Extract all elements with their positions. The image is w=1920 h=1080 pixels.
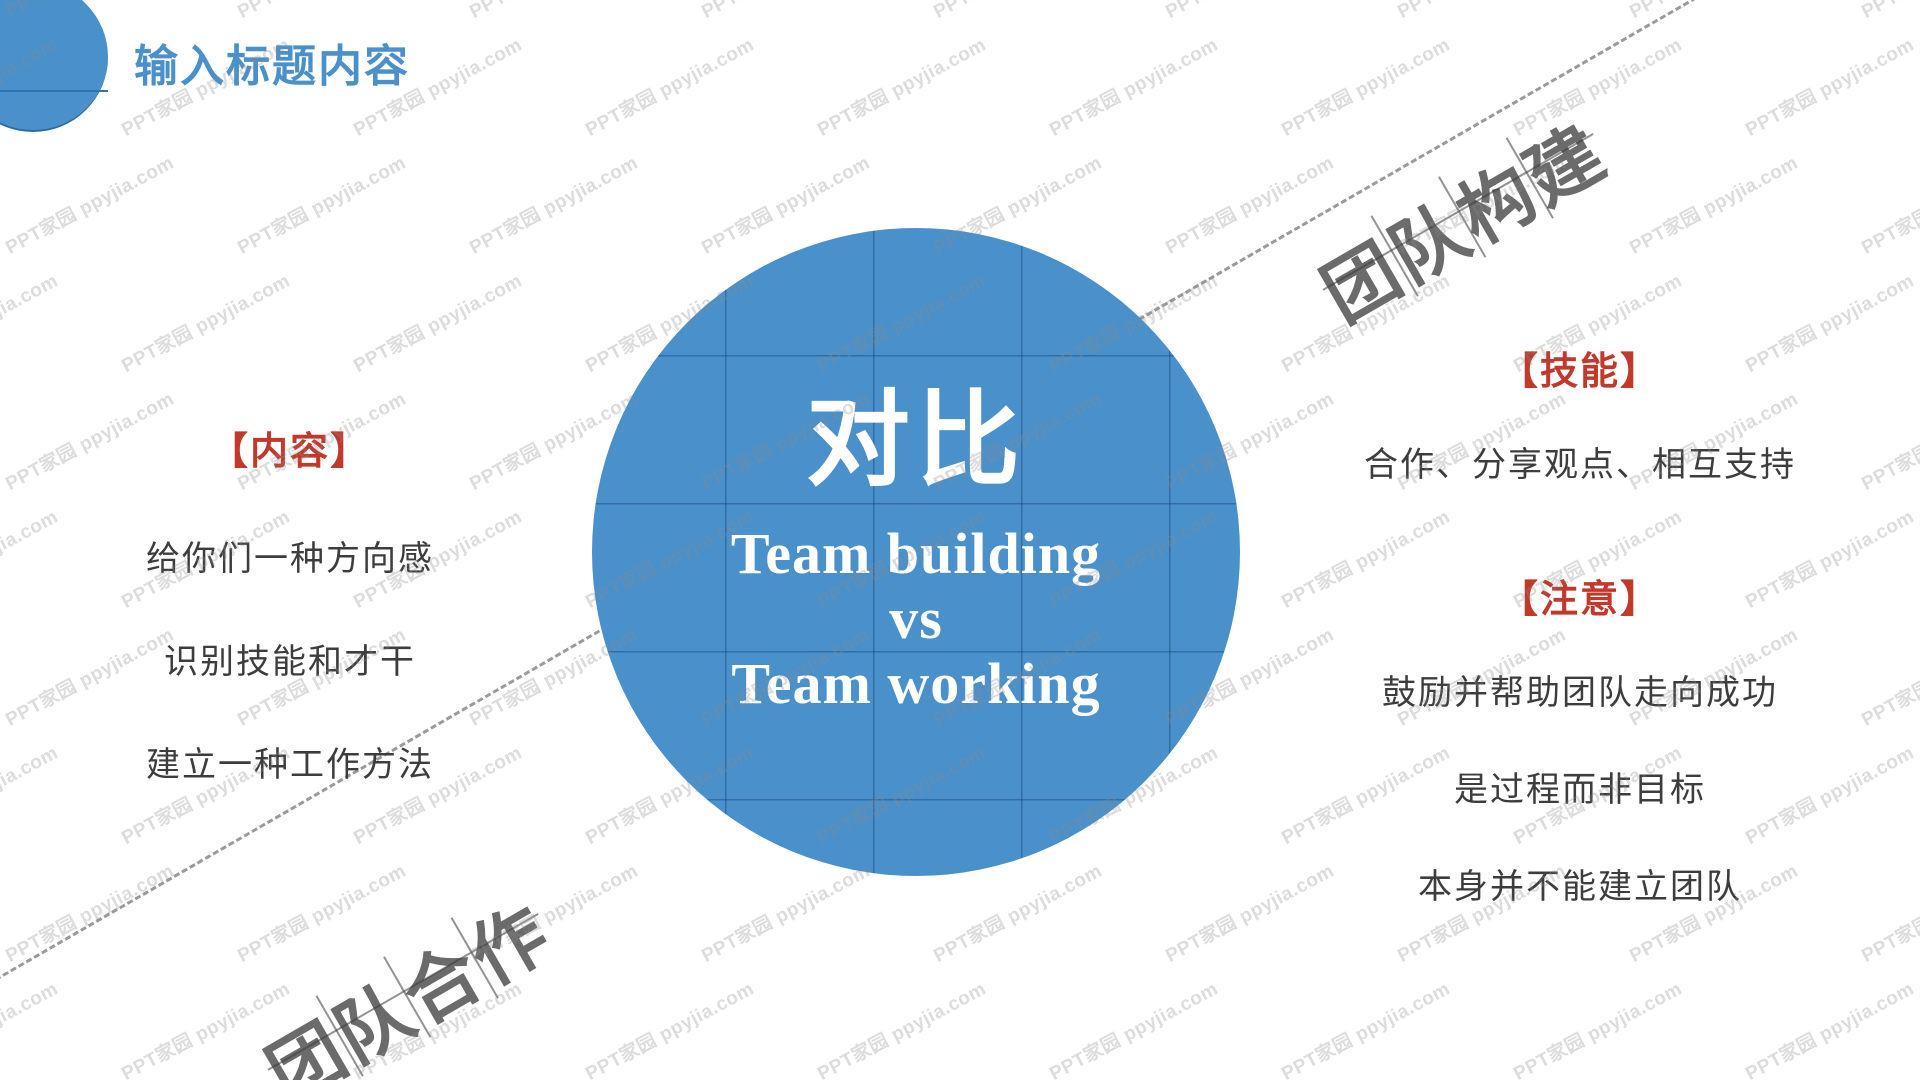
circle-subtitle-line-3: Team working [731,651,1101,717]
watermark-text: PPT家园 ppyjia.com [1858,860,1920,967]
left-content-line-1: 给你们一种方向感 [146,540,434,578]
watermark-text: PPT家园 ppyjia.com [1742,978,1918,1080]
watermark-text: PPT家园 ppyjia.com [0,742,62,849]
circle-subtitle-line-2: vs [889,586,943,652]
watermark-text: PPT家园 ppyjia.com [1742,34,1918,141]
watermark-text: PPT家园 ppyjia.com [0,506,62,613]
watermark-text: PPT家园 ppyjia.com [1046,978,1222,1080]
center-circle: 对比 Team building vs Team working [592,228,1240,876]
watermark-text: PPT家园 ppyjia.com [1160,0,1338,24]
watermark-text: PPT家园 ppyjia.com [464,0,642,24]
watermark-text: PPT家园 ppyjia.com [1278,978,1454,1080]
watermark-text: PPT家园 ppyjia.com [0,978,62,1080]
watermark-text: PPT家园 ppyjia.com [928,0,1106,24]
watermark-text: PPT家园 ppyjia.com [1858,152,1920,259]
watermark-text: PPT家园 ppyjia.com [232,0,410,24]
right-skills-line-1: 合作、分享观点、相互支持 [1364,446,1796,484]
circle-text-block: 对比 Team building vs Team working [592,228,1240,876]
right-notes-line-3: 本身并不能建立团队 [1418,868,1742,906]
watermark-text: PPT家园 ppyjia.com [118,270,294,377]
rotated-label-team-cooperation: 团队合作 [254,889,566,1080]
left-content-column: 【内容】 给你们一种方向感 识别技能和才干 建立一种工作方法 [60,420,520,840]
label-grid-line [1322,132,1594,291]
watermark-text: PPT家园 ppyjia.com [0,270,62,377]
watermark-text: PPT家园 ppyjia.com [1392,0,1570,24]
page-title: 输入标题内容 [134,42,410,91]
watermark-text: PPT家园 ppyjia.com [582,978,758,1080]
watermark-text: PPT家园 ppyjia.com [350,270,526,377]
watermark-text: PPT家园 ppyjia.com [234,152,410,259]
watermark-text: PPT家园 ppyjia.com [1046,34,1222,141]
watermark-text: PPT家园 ppyjia.com [1858,624,1920,731]
watermark-text: PPT家园 ppyjia.com [1858,388,1920,495]
circle-subtitle-line-1: Team building [730,521,1102,587]
right-section-heading-notes: 【注意】 [1499,579,1660,621]
watermark-text: PPT家园 ppyjia.com [2,860,178,967]
right-notes-line-2: 是过程而非目标 [1454,771,1706,809]
watermark-text: PPT家园 ppyjia.com [2,152,178,259]
watermark-text: PPT家园 ppyjia.com [814,978,990,1080]
watermark-text: PPT家园 ppyjia.com [1624,0,1802,24]
watermark-text: PPT家园 ppyjia.com [1510,978,1686,1080]
circle-heading: 对比 [805,382,1026,499]
right-notes-line-1: 鼓励并帮助团队走向成功 [1382,674,1778,712]
right-content-column: 【技能】 合作、分享观点、相互支持 【注意】 鼓励并帮助团队走向成功 是过程而非… [1300,340,1860,956]
corner-circle-decoration [0,0,108,132]
watermark-text: PPT家园 ppyjia.com [814,34,990,141]
right-section-heading-skills: 【技能】 [1499,351,1660,393]
section-spacer [1300,534,1860,568]
watermark-text: PPT家园 ppyjia.com [1856,0,1920,24]
watermark-text: PPT家园 ppyjia.com [696,0,874,24]
left-section-heading: 【内容】 [209,431,370,473]
watermark-text: PPT家园 ppyjia.com [582,34,758,141]
left-content-line-2: 识别技能和才干 [164,643,416,681]
label-grid-line [267,912,539,1071]
left-content-line-3: 建立一种工作方法 [146,746,434,784]
watermark-text: PPT家园 ppyjia.com [1626,152,1802,259]
watermark-text: PPT家园 ppyjia.com [1278,34,1454,141]
